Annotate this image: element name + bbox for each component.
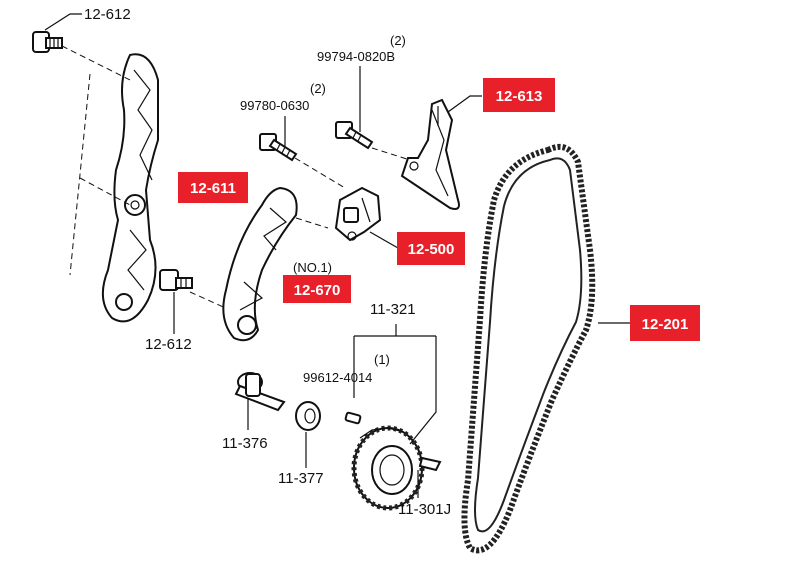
callout-12-611[interactable]: 12-611 — [178, 172, 248, 203]
label-99612-4014: 99612-4014 — [303, 370, 372, 385]
dashed-guide-line-2 — [69, 73, 91, 276]
pin-99612-4014[interactable] — [344, 411, 362, 425]
crank-bolt-11-376[interactable] — [234, 372, 286, 412]
bracket-11-321 — [353, 324, 437, 445]
timing-chain-12-201[interactable] — [461, 144, 596, 554]
label-11-301j: 11-301J — [398, 501, 451, 518]
label-12-612-top: 12-612 — [84, 6, 131, 23]
leader-12-613 — [447, 95, 482, 113]
callout-12-613[interactable]: 12-613 — [483, 78, 555, 112]
bolt-99780-0630[interactable] — [259, 133, 298, 162]
leader-12-612-top — [44, 13, 82, 31]
label-12-612-bottom: 12-612 — [145, 336, 192, 353]
label-no1: (NO.1) — [293, 260, 332, 275]
bolt-99794-0820b[interactable] — [335, 121, 374, 150]
label-11-376: 11-376 — [222, 435, 268, 452]
callout-12-201-box — [630, 305, 700, 341]
label-11-321: 11-321 — [370, 301, 416, 318]
tensioner-arm-12-613[interactable] — [400, 98, 460, 210]
dashed-tensioner-line — [295, 217, 329, 229]
dashed-guide-line-4 — [189, 291, 231, 311]
key-11-301j[interactable] — [418, 456, 442, 472]
bolt-12-612-bottom[interactable] — [159, 269, 193, 291]
bolt-12-612-top[interactable] — [32, 31, 63, 53]
label-99794-qty: (2) — [390, 33, 406, 48]
callout-12-611-text: 12-611 — [190, 180, 236, 197]
chain-tensioner-12-500[interactable] — [334, 186, 382, 242]
callout-12-500-box — [397, 232, 465, 265]
callout-12-201-text: 12-201 — [642, 316, 689, 333]
washer-11-377[interactable] — [295, 401, 321, 431]
label-99612-qty: (1) — [374, 352, 390, 367]
callout-12-201[interactable]: 12-201 — [630, 305, 700, 341]
callout-12-670-text: 12-670 — [294, 282, 341, 299]
label-11-377: 11-377 — [278, 470, 324, 487]
callout-12-500[interactable]: 12-500 — [397, 232, 465, 265]
label-99780-0630: 99780-0630 — [240, 98, 309, 113]
callout-12-613-box — [483, 78, 555, 112]
leader-12-500 — [369, 231, 399, 249]
crank-sprocket-11-321[interactable] — [351, 425, 425, 511]
chain-guide-12-611[interactable] — [101, 53, 159, 323]
label-99794-0820b: 99794-0820B — [317, 49, 395, 64]
label-99780-qty: (2) — [310, 81, 326, 96]
callout-12-670[interactable]: 12-670 — [283, 275, 351, 303]
callout-12-500-text: 12-500 — [408, 241, 455, 258]
callout-12-611-box — [178, 172, 248, 203]
dashed-guide-line-1 — [61, 45, 131, 81]
callout-12-670-box — [283, 275, 351, 303]
callout-12-613-text: 12-613 — [496, 88, 543, 105]
dashed-bolt-line-2 — [371, 147, 411, 161]
chain-guide-12-670[interactable] — [222, 186, 298, 342]
dashed-bolt-line-1 — [294, 157, 346, 189]
